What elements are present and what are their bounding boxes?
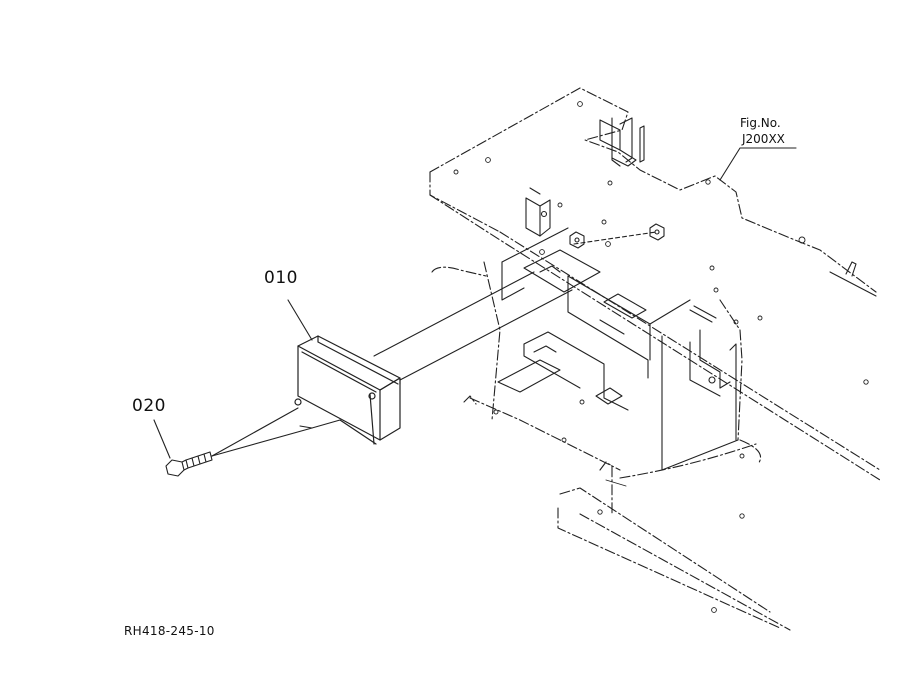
bolt-assembly-lines (211, 407, 341, 457)
left-tab-bracket (525, 187, 551, 237)
plate-nuts (569, 223, 665, 249)
callout-020: 020 (132, 396, 166, 416)
lower-frame-holes (493, 399, 745, 613)
figure-number: J200XX (742, 132, 785, 146)
upper-tab-bracket (599, 117, 645, 167)
assembly-lines (373, 231, 657, 385)
leader-020 (153, 419, 171, 459)
leader-fig-no (719, 147, 797, 181)
callout-010: 010 (264, 268, 298, 288)
plate-slots (689, 261, 877, 323)
frame-plate (429, 87, 881, 481)
frame-holes (453, 101, 869, 385)
reference-code: RH418-245-10 (124, 624, 215, 638)
part-020-bolt (165, 451, 213, 477)
mounting-bracket (497, 227, 739, 471)
leader-010 (287, 299, 313, 341)
frame-dashdot-lines (431, 261, 791, 631)
figure-label: Fig.No. (740, 116, 781, 130)
